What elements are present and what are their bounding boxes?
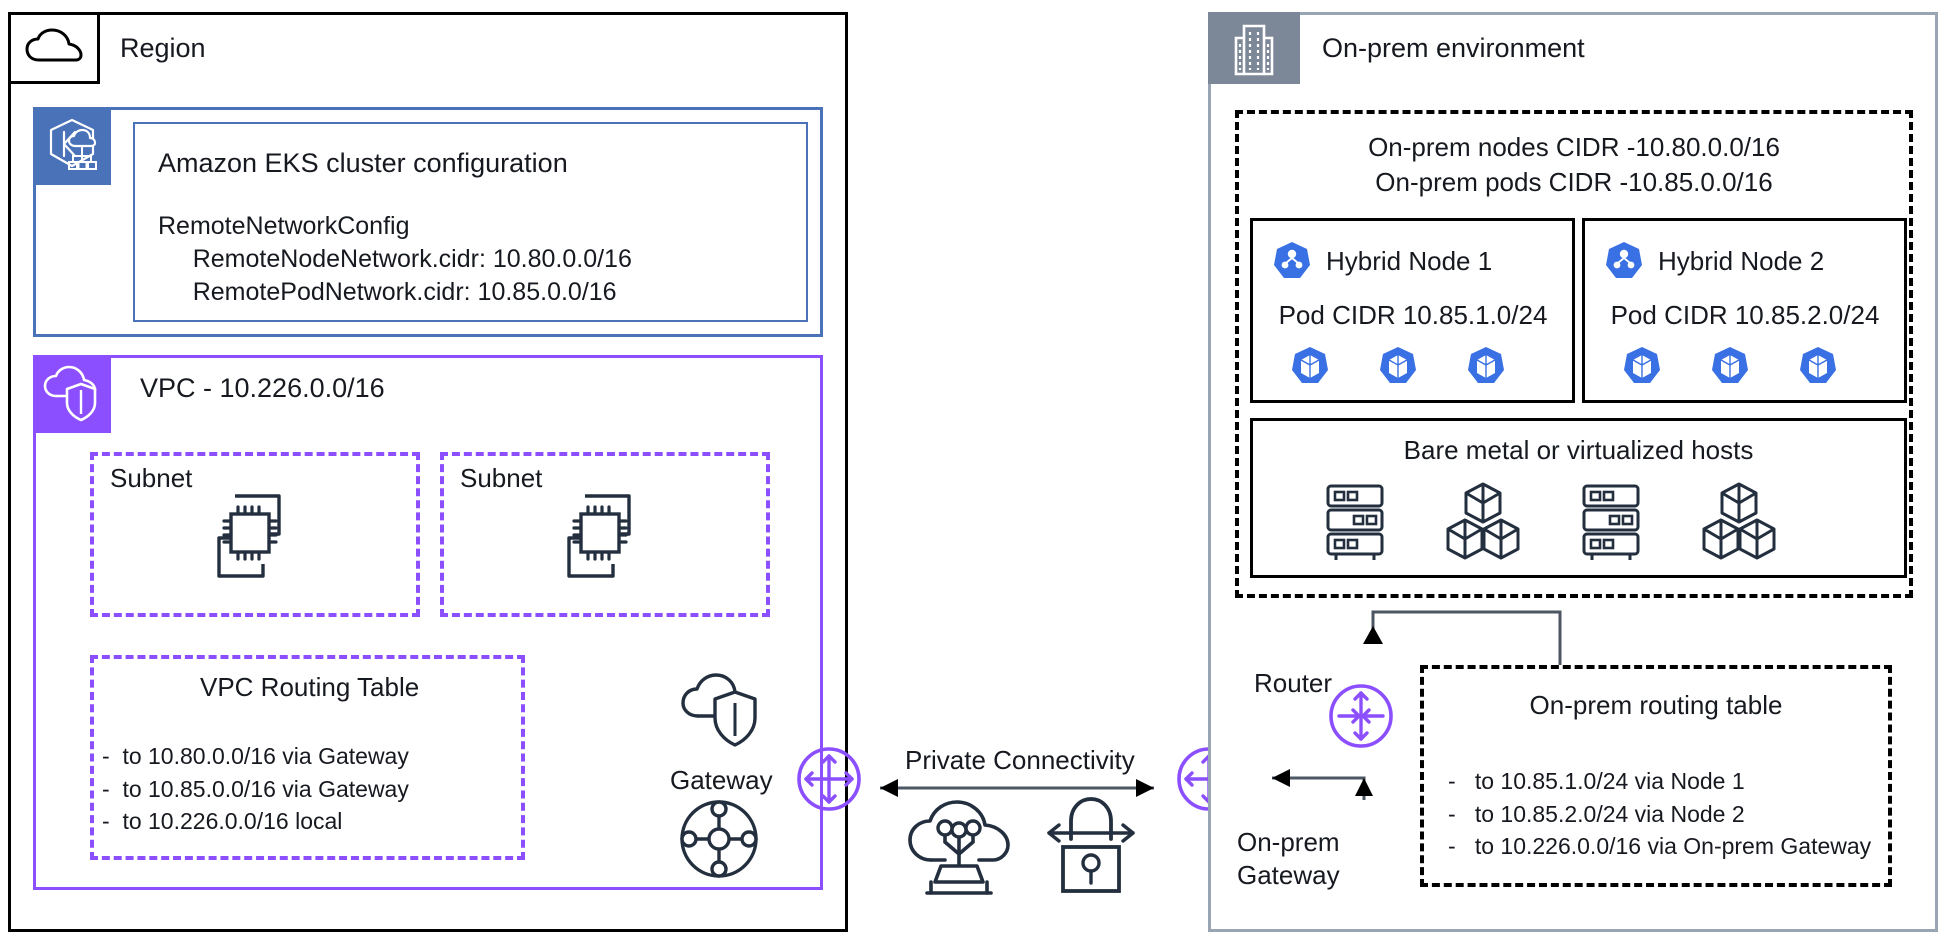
- server-rack-icon: [1320, 480, 1390, 562]
- gateway-label: Gateway: [670, 765, 773, 795]
- router-label: Router: [1254, 668, 1333, 698]
- onprem-label: On-prem environment: [1322, 33, 1585, 63]
- kubernetes-pod-icon: [1378, 345, 1418, 387]
- hybrid-node-2-cidr: Pod CIDR 10.85.2.0/24: [1610, 300, 1880, 330]
- direct-connect-cloud-icon: [905, 800, 1013, 896]
- server-rack-icon: [1576, 480, 1646, 562]
- subnet-label-1: Subnet: [110, 463, 193, 493]
- hybrid-node-1-header: Hybrid Node 1: [1272, 240, 1492, 282]
- router-inbound-arrow: [1236, 758, 1436, 818]
- kubernetes-pod-icon: [1798, 345, 1838, 387]
- hybrid-node-1-pods: [1290, 345, 1506, 387]
- bare-metal-hosts-icons: [1320, 480, 1778, 562]
- hybrid-node-1-name: Hybrid Node 1: [1326, 245, 1493, 276]
- vpc-routing-table-box: [90, 655, 525, 860]
- vpc-icon: [33, 355, 111, 433]
- route-item: - to 10.85.2.0/24 via Node 2: [1448, 800, 1745, 827]
- eks-config-title: Amazon EKS cluster configuration: [158, 148, 568, 178]
- ec2-instances-icon: [205, 490, 293, 582]
- onprem-routing-table-box: [1420, 665, 1892, 887]
- vpc-routing-table-title: VPC Routing Table: [200, 672, 420, 702]
- kubernetes-node-icon: [1272, 240, 1312, 282]
- onprem-nodes-cidr: On-prem nodes CIDR -10.80.0.0/16: [1368, 132, 1780, 162]
- route-item: - to 10.85.0.0/16 via Gateway: [102, 775, 409, 802]
- private-connectivity-arrow: [862, 775, 1172, 797]
- cloud-shield-icon: [678, 672, 766, 752]
- kubernetes-node-icon: [1604, 240, 1644, 282]
- amazon-eks-icon: [33, 107, 111, 185]
- route-item: - to 10.80.0.0/16 via Gateway: [102, 743, 409, 769]
- hybrid-node-2-pods: [1622, 345, 1838, 387]
- cubes-icon: [1700, 480, 1778, 562]
- bare-metal-hosts-title: Bare metal or virtualized hosts: [1403, 435, 1754, 465]
- kubernetes-pod-icon: [1622, 345, 1662, 387]
- hybrid-node-1-cidr: Pod CIDR 10.85.1.0/24: [1278, 300, 1548, 330]
- building-icon: [1208, 12, 1300, 84]
- onprem-cidr-text: On-prem nodes CIDR -10.80.0.0/16 On-prem…: [1258, 130, 1890, 200]
- onprem-routing-table-routes: - to 10.85.1.0/24 via Node 1 - to 10.85.…: [1448, 765, 1871, 863]
- route-item: - to 10.85.1.0/24 via Node 1: [1448, 768, 1745, 794]
- kubernetes-pod-icon: [1710, 345, 1750, 387]
- hybrid-node-2-header: Hybrid Node 2: [1604, 240, 1824, 282]
- vpc-gateway-node-icon: [795, 745, 863, 813]
- onprem-pods-cidr: On-prem pods CIDR -10.85.0.0/16: [1375, 167, 1773, 198]
- eks-remote-network-config: RemoteNetworkConfig RemoteNodeNetwork.ci…: [158, 212, 632, 306]
- cubes-icon: [1444, 480, 1522, 562]
- hybrid-node-2-name: Hybrid Node 2: [1658, 245, 1825, 276]
- vpn-lock-icon: [1043, 795, 1139, 895]
- route-item: - to 10.226.0.0/16 local: [102, 808, 343, 835]
- mesh-network-icon: [678, 798, 760, 880]
- vpc-label: VPC - 10.226.0.0/16: [140, 373, 385, 403]
- onprem-gateway-label: On-prem Gateway: [1237, 827, 1340, 890]
- eks-config-inner-box: [133, 122, 808, 322]
- vpc-routing-table-routes: - to 10.80.0.0/16 via Gateway - to 10.85…: [102, 740, 409, 838]
- onprem-routing-table-title: On-prem routing table: [1529, 690, 1783, 720]
- private-connectivity-label: Private Connectivity: [905, 745, 1135, 775]
- kubernetes-pod-icon: [1290, 345, 1330, 387]
- router-node-icon: [1327, 682, 1395, 750]
- kubernetes-pod-icon: [1466, 345, 1506, 387]
- ec2-instances-icon: [555, 490, 643, 582]
- region-label: Region: [120, 33, 206, 63]
- subnet-label-2: Subnet: [460, 463, 543, 493]
- route-item: - to 10.226.0.0/16 via On-prem Gateway: [1448, 833, 1872, 860]
- cloud-region-icon: [8, 12, 100, 84]
